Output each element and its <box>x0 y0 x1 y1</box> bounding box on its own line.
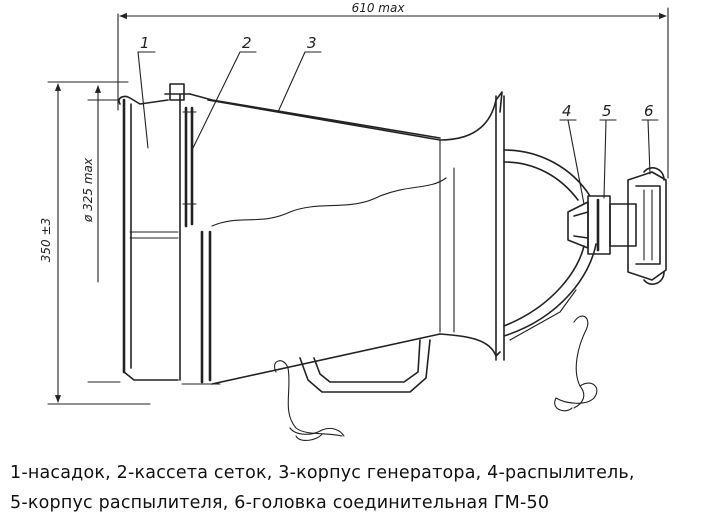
dimension-length-label: 610 max <box>352 1 406 15</box>
dimension-diameter-label: ø 325 max <box>81 157 95 223</box>
support-leg <box>299 339 431 393</box>
lanyard-right <box>554 315 598 412</box>
callout-label-5: 5 <box>602 102 612 120</box>
callout-label-4: 4 <box>562 102 572 120</box>
callout-2: 2 <box>191 34 257 151</box>
callout-label-2: 2 <box>242 34 252 52</box>
callout-1: 1 <box>137 34 156 149</box>
dimension-height-label: 350 ±3 <box>39 218 53 262</box>
dimension-length: 610 max <box>117 1 669 179</box>
generator-body-part <box>189 91 505 385</box>
sprayer-bracket <box>503 149 597 341</box>
sprayer-part <box>567 201 589 249</box>
dimension-height: 350 ±3 <box>39 81 151 405</box>
caption-line-1: 1-насадок, 2-кассета сеток, 3-корпус ген… <box>10 463 635 483</box>
legend-caption: 1-насадок, 2-кассета сеток, 3-корпус ген… <box>10 458 710 518</box>
callout-3: 3 <box>277 34 322 113</box>
callout-label-1: 1 <box>140 34 150 52</box>
sprayer-body-part <box>587 195 637 255</box>
callout-5: 5 <box>599 102 617 199</box>
caption-line-2: 5-корпус распылителя, 6-головка соединит… <box>10 493 550 513</box>
callout-label-6: 6 <box>644 102 654 120</box>
nozzle-part <box>118 94 181 381</box>
callout-label-3: 3 <box>307 34 317 52</box>
callout-6: 6 <box>641 102 659 175</box>
screen-cassette-part <box>164 83 221 385</box>
lanyard-left <box>274 360 345 442</box>
callout-4: 4 <box>559 102 585 205</box>
coupling-head-part <box>627 167 667 285</box>
technical-drawing: 610 max 350 ±3 ø 325 max <box>39 1 669 442</box>
dimension-diameter: ø 325 max <box>81 85 121 383</box>
